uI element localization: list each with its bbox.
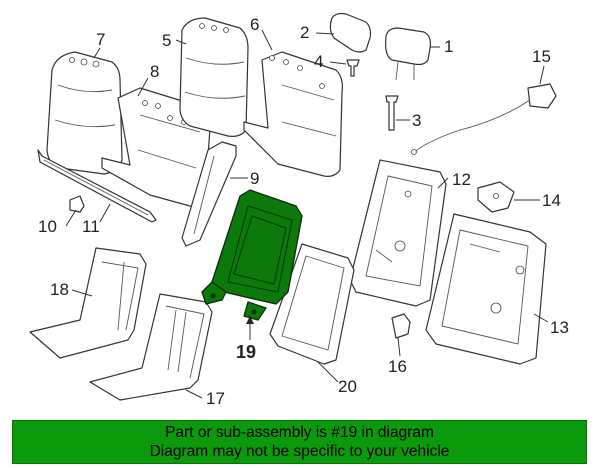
part-5-seat-back-cover — [179, 17, 249, 137]
callout-11: 11 — [82, 217, 100, 236]
part-12-frame — [349, 159, 447, 307]
part-10-clip — [69, 195, 85, 213]
callout-7: 7 — [96, 30, 105, 49]
callout-8: 8 — [150, 62, 159, 81]
part-notice-banner: Part or sub-assembly is #19 in diagram D… — [12, 420, 587, 464]
part-16-clip — [391, 313, 411, 339]
part-7-seat-back-cover — [46, 51, 123, 175]
part-20-trim — [269, 243, 355, 365]
part-6-seat-back-pad — [243, 51, 343, 177]
callout-2: 2 — [300, 23, 309, 42]
part-1-headrest — [385, 27, 431, 81]
part-9-trim-panel — [181, 141, 237, 247]
part-4-guide — [346, 59, 360, 77]
part-14-bracket — [477, 181, 515, 213]
leader-lines — [65, 29, 549, 399]
callout-9: 9 — [250, 169, 259, 188]
part-18-board — [29, 247, 147, 359]
notice-line-2: Diagram may not be specific to your vehi… — [149, 443, 450, 460]
callout-3: 3 — [412, 111, 421, 130]
callout-4: 4 — [314, 52, 323, 71]
part-11-rail — [37, 149, 157, 223]
callouts: 7 8 5 6 2 4 1 15 3 9 12 14 10 11 18 13 1… — [38, 15, 569, 408]
callout-16: 16 — [388, 357, 407, 376]
callout-6: 6 — [250, 15, 259, 34]
callout-12: 12 — [452, 170, 471, 189]
part-15-latch-cable — [411, 83, 557, 155]
callout-13: 13 — [550, 318, 569, 337]
parts-diagram: 7 8 5 6 2 4 1 15 3 9 12 14 10 11 18 13 1… — [29, 12, 569, 408]
callout-14: 14 — [542, 191, 561, 210]
part-3-guide-sleeve — [385, 95, 399, 131]
callout-17: 17 — [206, 389, 225, 408]
callout-5: 5 — [162, 31, 171, 50]
callout-15: 15 — [532, 47, 551, 66]
callout-20: 20 — [338, 377, 357, 396]
part-19-seat-back-frame-highlighted — [201, 189, 303, 321]
part-17-board — [89, 293, 213, 401]
callout-10: 10 — [38, 217, 57, 236]
part-2-headrest — [329, 12, 372, 53]
callout-1: 1 — [444, 37, 453, 56]
callout-19: 19 — [236, 342, 256, 362]
callout-18: 18 — [50, 280, 69, 299]
part-13-frame — [425, 213, 547, 365]
notice-line-1: Part or sub-assembly is #19 in diagram — [165, 424, 434, 441]
